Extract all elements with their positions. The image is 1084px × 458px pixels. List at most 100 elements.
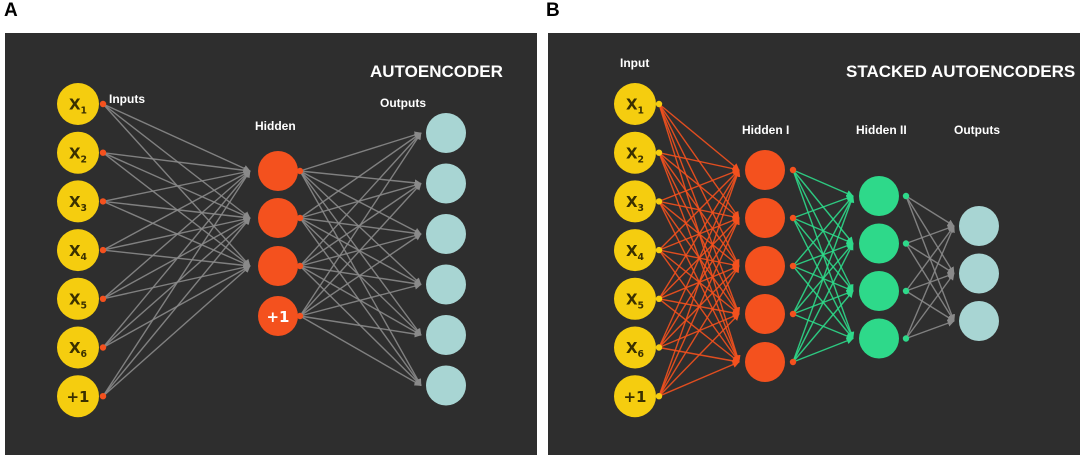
edge-b-h2n1-out1 — [905, 195, 955, 227]
input-dot-b-7 — [655, 393, 663, 400]
edge-b-h2n2-out1 — [905, 224, 955, 245]
hidden-node-a-4-label: +1 — [266, 308, 289, 326]
input-node-b-6-label-subscript: 6 — [638, 349, 644, 360]
hidden-node-a-4 — [258, 296, 298, 336]
edge-a-in2-h1 — [102, 152, 251, 174]
edge-b-in3-h1n1 — [658, 169, 740, 203]
output-node-a-2 — [426, 163, 466, 204]
edge-b-h1n5-h2n4 — [792, 337, 854, 363]
edge-b-in1-h1n1 — [658, 103, 740, 171]
input-node-a-6-label-base: X — [69, 339, 81, 357]
edge-a-h2-out5 — [299, 217, 422, 336]
input-node-a-1 — [57, 83, 99, 125]
output-node-b-3 — [959, 301, 999, 341]
panel-b-input-label: Input — [620, 56, 649, 70]
input-dot-a-6 — [99, 344, 107, 351]
input-node-b-6 — [614, 326, 656, 369]
hidden2-node-b-4 — [859, 318, 899, 359]
edge-a-h2-out6 — [299, 217, 422, 387]
edge-a-in1-h1 — [102, 103, 251, 172]
input-node-b-2-label: X2 — [626, 144, 644, 165]
input-node-a-6-label: X6 — [69, 339, 87, 360]
edge-b-in7-h1n3 — [658, 265, 740, 397]
hidden-dot-a-1 — [296, 167, 304, 175]
input-node-b-5-label: X5 — [626, 291, 644, 312]
input-node-b-6-label: X6 — [626, 339, 644, 360]
output-node-a-6 — [426, 365, 466, 406]
edge-a-in7-h3 — [102, 265, 251, 397]
input-dot-a-2 — [99, 149, 107, 156]
edge-a-h2-out2 — [299, 181, 422, 219]
edge-a-h1-out5 — [299, 170, 422, 336]
hidden2-node-b-1 — [859, 176, 899, 216]
edge-b-h1n5-h2n2 — [792, 242, 854, 363]
panel-a-inputs-label: Inputs — [109, 92, 145, 106]
hidden1-dot-b-5 — [789, 358, 797, 366]
edge-b-in6-h1n1 — [658, 169, 740, 348]
hidden2-node-b-3 — [859, 271, 899, 311]
edge-b-h1n5-h2n3 — [792, 290, 854, 363]
edge-a-in3-h2 — [102, 200, 251, 221]
input-node-a-2 — [57, 131, 99, 174]
edge-a-h1-out6 — [299, 170, 422, 387]
edge-a-h3-out1 — [299, 132, 422, 267]
edge-b-h2n4-out3 — [905, 319, 955, 340]
edge-a-h4-out5 — [299, 315, 422, 338]
panel-b-outputs-label: Outputs — [954, 123, 1000, 137]
output-node-a-5 — [426, 315, 466, 355]
input-node-b-3-label: X3 — [626, 193, 644, 214]
input-dot-a-5 — [99, 295, 107, 302]
panel-a-outputs-label: Outputs — [380, 96, 426, 110]
hidden-dot-a-4 — [296, 312, 304, 320]
edge-a-in5-h1 — [102, 170, 251, 300]
hidden1-node-b-3 — [745, 246, 785, 286]
panel-a-hidden-label: Hidden — [255, 119, 296, 133]
input-dot-b-6 — [655, 344, 663, 351]
input-node-b-1 — [614, 83, 656, 125]
edge-a-in1-h2 — [102, 103, 251, 219]
hidden2-dot-b-4 — [902, 335, 910, 342]
input-node-b-5-label-subscript: 5 — [638, 301, 644, 312]
input-node-a-4-label-subscript: 4 — [81, 252, 88, 263]
edge-b-h2n4-out2 — [905, 272, 955, 339]
panel-a-title: AUTOENCODER — [370, 62, 503, 81]
edge-a-h1-out2 — [299, 170, 422, 187]
edge-a-h2-out1 — [299, 132, 422, 219]
hidden1-dot-b-2 — [789, 214, 797, 222]
edge-b-h1n4-h2n1 — [792, 195, 854, 315]
edge-a-h1-out3 — [299, 170, 422, 235]
edge-b-in7-h1n4 — [658, 313, 740, 397]
input-node-a-7 — [57, 375, 99, 418]
edge-a-h2-out4 — [299, 217, 422, 286]
edge-b-in7-h1n1 — [658, 169, 741, 397]
input-node-b-2-label-base: X — [626, 144, 638, 162]
input-node-b-6-label-base: X — [626, 339, 638, 357]
hidden2-dot-b-1 — [902, 192, 910, 200]
edge-a-h2-out3 — [299, 217, 422, 237]
input-node-a-5-label-subscript: 5 — [81, 301, 87, 312]
output-node-b-1 — [959, 206, 999, 246]
edge-a-in2-h2 — [102, 152, 251, 219]
input-node-a-7-label-base: +1 — [66, 388, 89, 406]
input-node-a-3-label-subscript: 3 — [81, 203, 87, 214]
edge-b-h1n1-h2n1 — [792, 169, 854, 197]
edge-b-h1n3-h2n1 — [792, 195, 854, 267]
edge-a-in3-h1 — [102, 168, 251, 203]
edge-b-in7-h1n5 — [658, 361, 740, 397]
input-node-a-6-label-subscript: 6 — [81, 349, 87, 360]
panel-b-hidden1-label: Hidden I — [742, 123, 789, 137]
input-node-a-7-label: +1 — [66, 388, 89, 406]
input-dot-a-1 — [99, 100, 107, 108]
input-dot-b-1 — [655, 100, 663, 108]
input-node-a-4 — [57, 229, 99, 272]
input-node-a-3-label: X3 — [69, 193, 87, 214]
edge-a-in7-h2 — [102, 217, 251, 397]
hidden-dot-a-3 — [296, 262, 304, 270]
input-node-a-2-label-subscript: 2 — [81, 154, 87, 165]
edge-a-h4-out3 — [299, 233, 422, 317]
edge-b-h2n4-out1 — [905, 225, 955, 339]
